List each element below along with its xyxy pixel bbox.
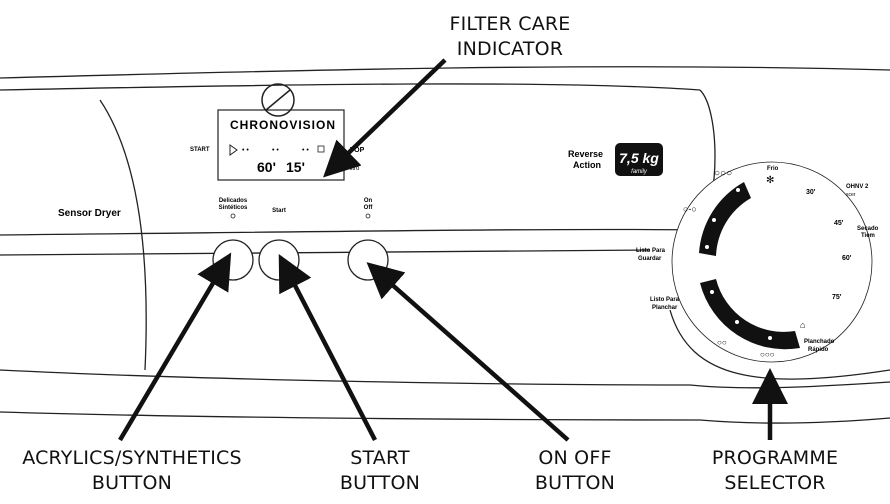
svg-text:Tiem: Tiem [861,233,875,239]
svg-text:Secado: Secado [857,226,879,232]
panel-outline [0,66,890,424]
display-time-15: 15' [286,159,305,175]
svg-text:• •: • • [272,147,279,154]
svg-text:Off: Off [364,205,374,211]
display-start-label: START [190,147,210,153]
capacity-label: 7,5 kg [619,150,659,166]
brand-label: CHRONOVISION [230,118,336,132]
svg-text:30': 30' [806,189,816,196]
svg-text:Frio: Frio [767,166,779,172]
svg-text:Planchado: Planchado [804,339,835,345]
svg-text:OHNV 2: OHNV 2 [846,184,869,190]
model-label: Sensor Dryer [58,208,121,219]
callout-on-off: ON OFF BUTTON [534,447,616,494]
svg-text:60': 60' [842,255,852,262]
svg-text:Guardar: Guardar [638,256,662,262]
iron-icon: ⌂ [800,320,805,330]
arrow-acrylics [118,252,232,442]
start-button[interactable] [258,239,300,281]
svg-text:Delicados: Delicados [219,198,248,204]
svg-text:• •: • • [302,147,309,154]
svg-text:○○: ○○ [717,338,727,347]
svg-text:Rápido: Rápido [808,347,829,353]
svg-text:family: family [631,169,648,175]
svg-text:○○○: ○○○ [760,350,775,359]
arrow-start [278,254,377,442]
reverse-action-badge: Reverse Action 7,5 kg family [568,143,663,176]
display-time-60: 60' [257,159,276,175]
callout-acrylics: ACRYLICS/SYNTHETICS BUTTON [22,447,242,494]
arrow-on-off [366,262,570,442]
callout-start: START BUTTON [339,447,421,494]
fan-icon: ✻ [766,175,774,186]
svg-text:75': 75' [832,294,842,301]
callout-arrows [118,58,788,442]
svg-text:• •: • • [242,147,249,154]
svg-text:On: On [364,198,373,204]
filter-label: Filtro [346,166,360,172]
arrow-filter-care [323,58,447,178]
button-labels: Delicados Sintéticos Start On Off [219,198,374,219]
svg-text:Planchar: Planchar [652,305,678,311]
svg-text:○○○: ○○○ [714,168,732,179]
callout-filter-care: FILTER CARE INDICATOR [449,13,571,60]
programme-selector-dial[interactable]: ○○○ ○-○ Frio ✻ 30' OHNV 2 scer 45' Secad… [636,161,879,363]
svg-text:Sintéticos: Sintéticos [219,205,248,211]
callout-programme: PROGRAMME SELECTOR [711,447,839,494]
svg-text:Listo Para: Listo Para [650,297,680,303]
svg-text:scer: scer [846,192,856,198]
svg-text:Listo Para: Listo Para [636,248,666,254]
svg-text:Action: Action [573,160,601,170]
svg-text:45': 45' [834,220,844,227]
svg-text:○-○: ○-○ [683,204,697,214]
svg-text:Start: Start [272,208,286,214]
svg-text:Reverse: Reverse [568,149,603,159]
